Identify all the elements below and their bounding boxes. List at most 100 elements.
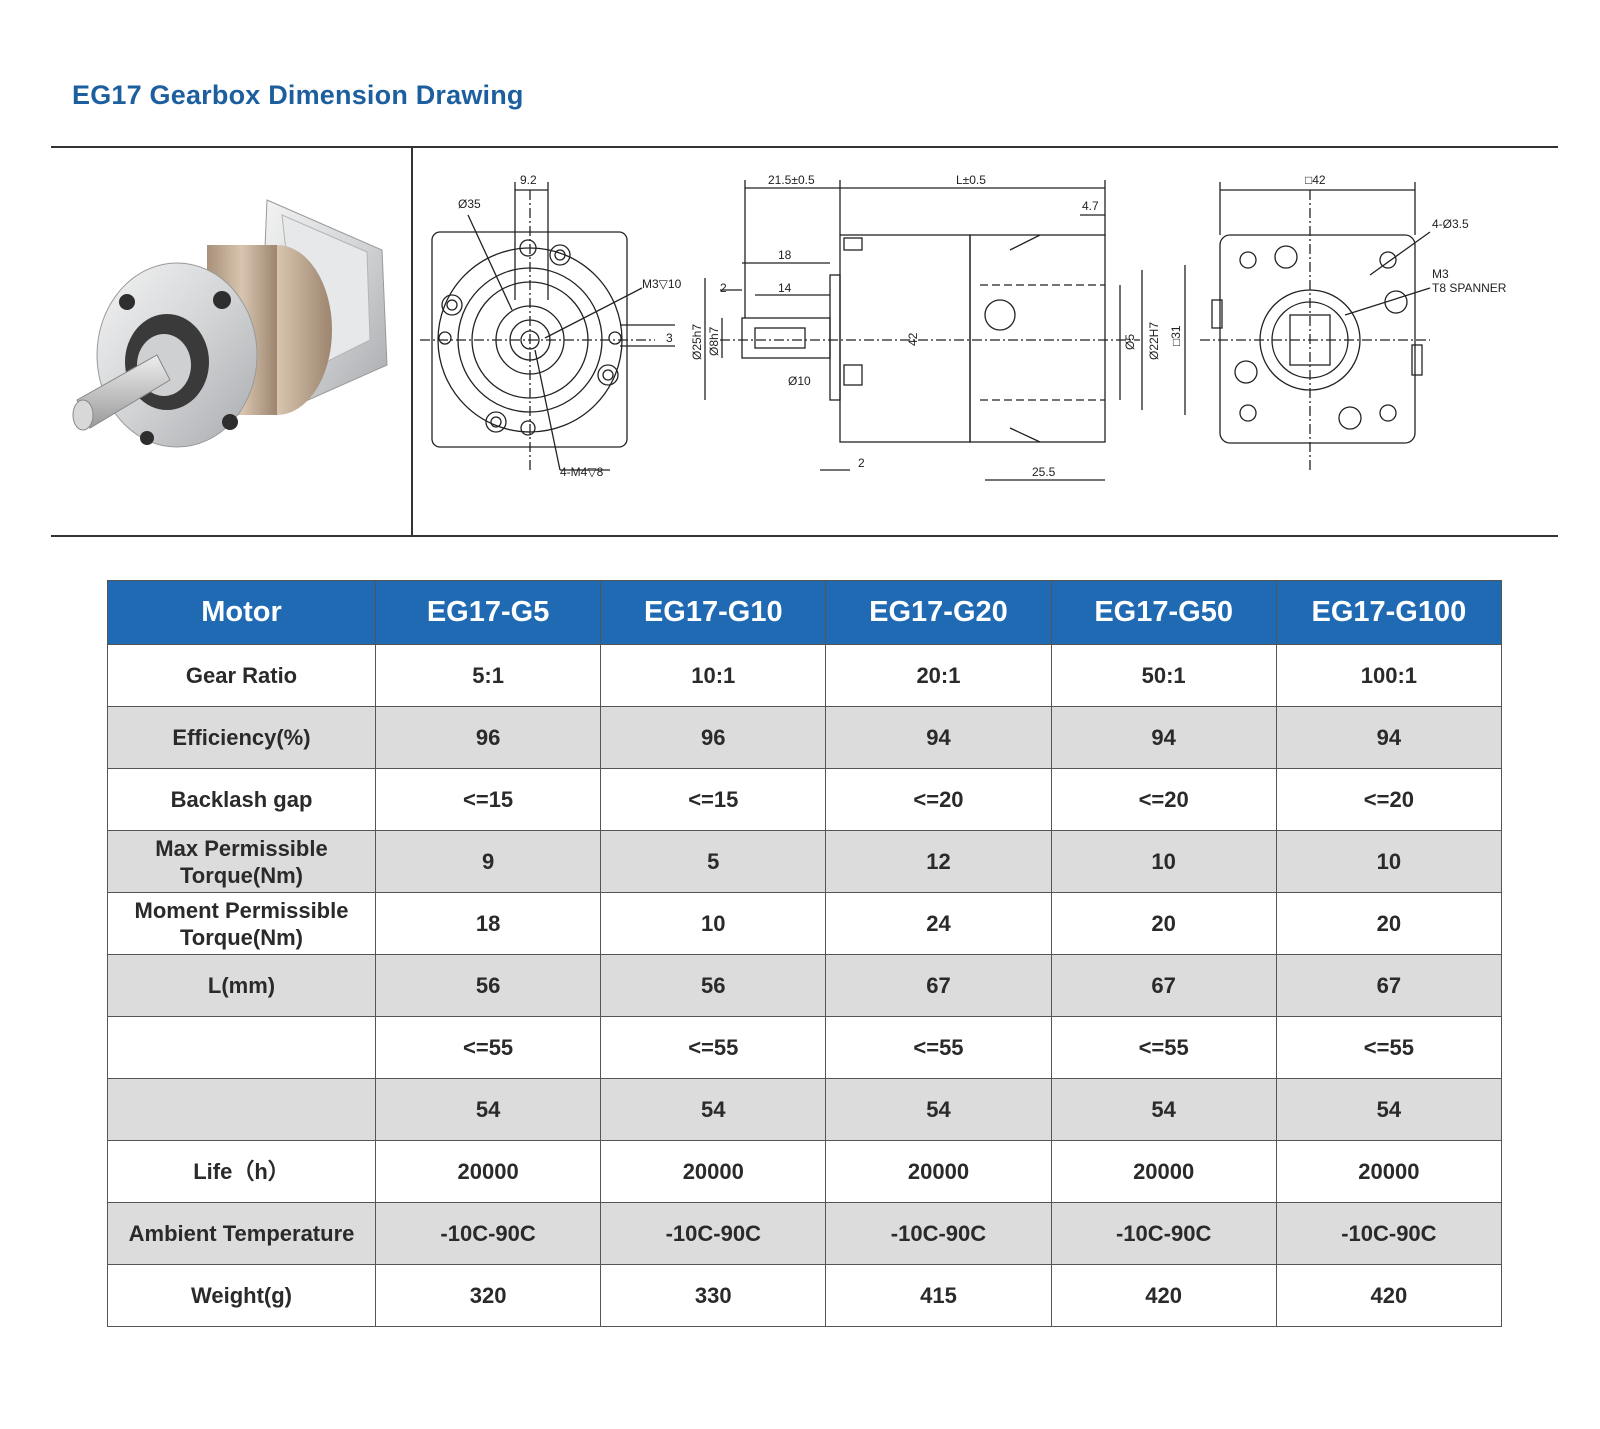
vertical-divider	[411, 147, 413, 536]
dimension-drawing: Ø35 9.2 M3▽10 3 4-M4▽8 21.5±0.5 L±0.5 4.…	[420, 173, 1507, 481]
gearbox-product-image	[72, 199, 388, 448]
row-label-cell	[107, 1078, 376, 1141]
value-cell: 54	[374, 1078, 602, 1141]
value-cell: 94	[825, 706, 1052, 769]
value-cell: -10C-90C	[1275, 1202, 1503, 1265]
value-cell: <=20	[825, 768, 1052, 831]
value-cell: 20000	[1050, 1140, 1277, 1203]
value-cell: 10	[1275, 830, 1503, 893]
value-cell: -10C-90C	[600, 1202, 827, 1265]
label-d8: Ø8h7	[707, 326, 721, 356]
label-42: 42	[906, 332, 920, 346]
label-25-5: 25.5	[1032, 465, 1056, 479]
value-cell: <=55	[1275, 1016, 1503, 1079]
value-cell: 18	[374, 892, 602, 955]
value-cell: 5:1	[374, 644, 602, 707]
value-cell: -10C-90C	[825, 1202, 1052, 1265]
rear-view	[1184, 182, 1431, 470]
value-cell: 67	[1275, 954, 1503, 1017]
label-4-m4: 4-M4▽8	[560, 465, 604, 479]
table-row: <=55<=55<=55<=55<=55	[107, 1016, 1503, 1079]
row-label-cell: Max Permissible Torque(Nm)	[107, 830, 376, 893]
value-cell: 100:1	[1275, 644, 1503, 707]
page-title: EG17 Gearbox Dimension Drawing	[72, 80, 524, 110]
value-cell: 320	[374, 1264, 602, 1327]
row-label-cell: Life（h）	[107, 1140, 376, 1203]
header-cell: EG17-G100	[1275, 580, 1503, 645]
label-d10: Ø10	[788, 374, 811, 388]
value-cell: <=20	[1275, 768, 1503, 831]
value-cell: 96	[374, 706, 602, 769]
value-cell: 20000	[825, 1140, 1052, 1203]
value-cell: 420	[1275, 1264, 1503, 1327]
table-row: Backlash gap<=15<=15<=20<=20<=20	[107, 768, 1503, 831]
value-cell: 420	[1050, 1264, 1277, 1327]
value-cell: <=20	[1050, 768, 1277, 831]
label-d5: Ø5	[1123, 334, 1137, 350]
table-header-row: Motor EG17-G5 EG17-G10 EG17-G20 EG17-G50…	[107, 580, 1503, 645]
value-cell: 67	[1050, 954, 1277, 1017]
header-cell: Motor	[107, 580, 376, 645]
value-cell: 24	[825, 892, 1052, 955]
value-cell: 54	[600, 1078, 827, 1141]
value-cell: <=55	[825, 1016, 1052, 1079]
label-d22: Ø22H7	[1147, 322, 1161, 360]
row-label-cell: Weight(g)	[107, 1264, 376, 1327]
label-t8-spanner: T8 SPANNER	[1432, 281, 1507, 295]
label-m3-rear: M3	[1432, 267, 1449, 281]
label-d35: Ø35	[458, 197, 481, 211]
value-cell: 20	[1275, 892, 1503, 955]
header-cell: EG17-G20	[825, 580, 1052, 645]
label-d25: Ø25h7	[690, 324, 704, 360]
label-sq31: □31	[1169, 325, 1183, 346]
label-l: L±0.5	[956, 173, 986, 187]
top-divider	[51, 146, 1558, 148]
spec-table: Motor EG17-G5 EG17-G10 EG17-G20 EG17-G50…	[107, 580, 1503, 1327]
value-cell: <=55	[600, 1016, 827, 1079]
row-label-cell: Backlash gap	[107, 768, 376, 831]
value-cell: 10	[1050, 830, 1277, 893]
value-cell: -10C-90C	[1050, 1202, 1277, 1265]
value-cell: 12	[825, 830, 1052, 893]
header-cell: EG17-G10	[600, 580, 827, 645]
row-label-cell	[107, 1016, 376, 1079]
label-m3: M3▽10	[642, 277, 682, 291]
value-cell: <=55	[374, 1016, 602, 1079]
row-label-cell: Efficiency(%)	[107, 706, 376, 769]
label-4-d3-5: 4-Ø3.5	[1432, 217, 1469, 231]
value-cell: 54	[825, 1078, 1052, 1141]
row-label-cell: Moment Permissible Torque(Nm)	[107, 892, 376, 955]
value-cell: 9	[374, 830, 602, 893]
label-4-7: 4.7	[1082, 199, 1099, 213]
header-cell: EG17-G5	[374, 580, 602, 645]
value-cell: 330	[600, 1264, 827, 1327]
row-label-cell: Ambient Temperature	[107, 1202, 376, 1265]
value-cell: 94	[1275, 706, 1503, 769]
value-cell: 10:1	[600, 644, 827, 707]
label-3: 3	[666, 331, 673, 345]
value-cell: 50:1	[1050, 644, 1277, 707]
value-cell: 54	[1050, 1078, 1277, 1141]
value-cell: <=15	[600, 768, 827, 831]
value-cell: 20	[1050, 892, 1277, 955]
label-9-2: 9.2	[520, 173, 537, 187]
value-cell: <=55	[1050, 1016, 1277, 1079]
label-14: 14	[778, 281, 792, 295]
row-label-cell: Gear Ratio	[107, 644, 376, 707]
value-cell: 20000	[600, 1140, 827, 1203]
label-2b: 2	[858, 456, 865, 470]
value-cell: 20:1	[825, 644, 1052, 707]
value-cell: 54	[1275, 1078, 1503, 1141]
header-cell: EG17-G50	[1050, 580, 1277, 645]
value-cell: 20000	[374, 1140, 602, 1203]
value-cell: 415	[825, 1264, 1052, 1327]
label-sq42: □42	[1305, 173, 1326, 187]
bottom-divider	[51, 535, 1558, 537]
